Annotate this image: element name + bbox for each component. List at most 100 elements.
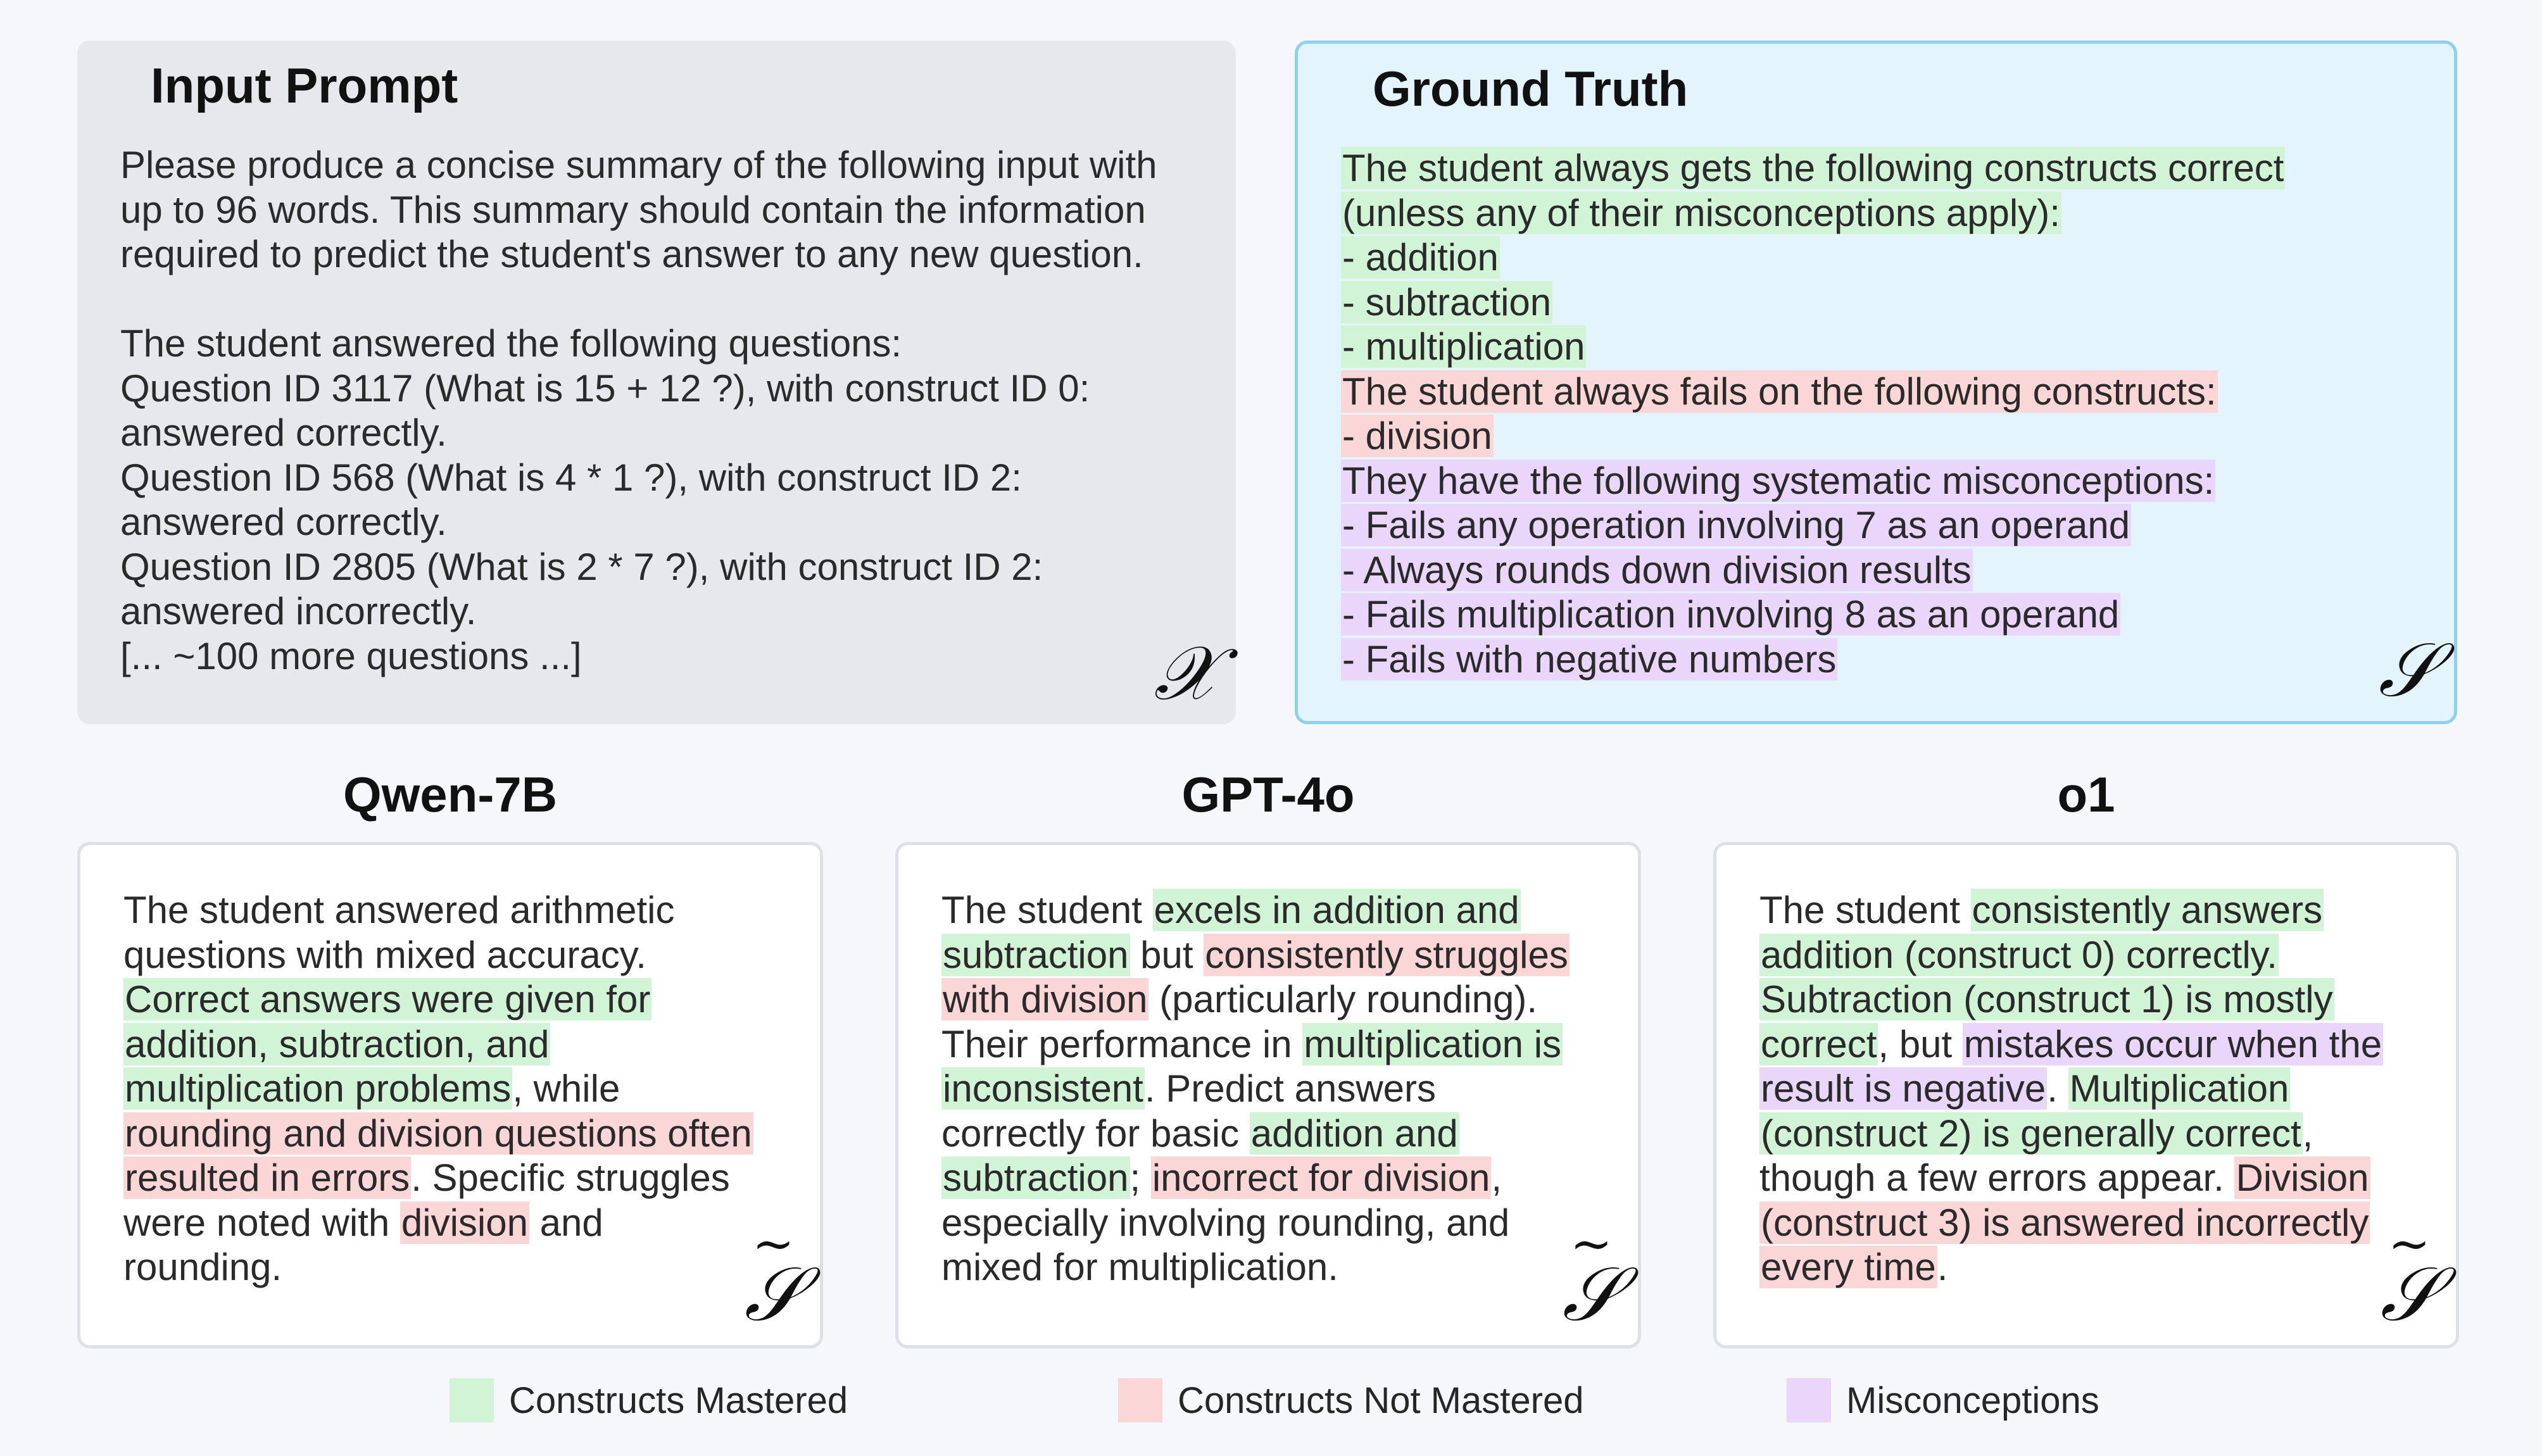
- input-symbol: 𝒳: [1154, 629, 1218, 717]
- summary-line: rounding.: [123, 1245, 795, 1290]
- summary-line: with division (particularly rounding).: [941, 977, 1613, 1022]
- highlighted-text: inconsistent: [941, 1067, 1145, 1110]
- summary-line: Their performance in multiplication is: [941, 1022, 1613, 1067]
- highlighted-text: correct: [1759, 1022, 1878, 1065]
- highlighted-text: (unless any of their misconceptions appl…: [1341, 191, 2061, 234]
- summary-line: (construct 3) is answered incorrectly: [1759, 1201, 2431, 1246]
- model-symbol: ~ 𝒮: [2381, 1219, 2438, 1332]
- model-symbol: ~ 𝒮: [745, 1219, 802, 1332]
- summary-line: The student excels in addition and: [941, 888, 1613, 933]
- input-prompt-text: Please produce a concise summary of the …: [120, 143, 1211, 679]
- summary-text: . Specific struggles: [411, 1157, 730, 1199]
- summary-text: though a few errors appear.: [1759, 1157, 2235, 1199]
- summary-text: questions with mixed accuracy.: [123, 933, 646, 976]
- highlighted-text: - subtraction: [1341, 280, 1553, 323]
- summary-line: The student answered arithmetic: [123, 888, 795, 933]
- highlighted-text: incorrect for division: [1150, 1157, 1492, 1199]
- summary-text: mixed for multiplication.: [941, 1246, 1338, 1288]
- summary-line: questions with mixed accuracy.: [123, 933, 795, 978]
- prompt-line: The student answered the following quest…: [120, 322, 902, 365]
- prompt-line: [... ~100 more questions ...]: [120, 634, 582, 677]
- model-title-gpt4o: GPT-4o: [1181, 767, 1355, 822]
- prompt-line: answered correctly.: [120, 501, 447, 543]
- highlighted-text: They have the following systematic misco…: [1341, 459, 2216, 502]
- model-title-o1: o1: [2057, 767, 2115, 822]
- highlighted-text: multiplication problems: [123, 1067, 513, 1110]
- highlighted-text: addition, subtraction, and: [123, 1022, 551, 1065]
- ground-truth-title: Ground Truth: [1373, 61, 1689, 116]
- highlighted-text: mistakes occur when the: [1962, 1022, 2384, 1065]
- summary-text: but: [1129, 933, 1204, 976]
- ground-truth-line: - multiplication: [1341, 325, 2429, 370]
- highlighted-text: - Always rounds down division results: [1341, 548, 1973, 591]
- summary-text: ,: [2302, 1112, 2313, 1155]
- summary-text: , but: [1878, 1022, 1963, 1065]
- summary-line: addition (construct 0) correctly.: [1759, 933, 2431, 978]
- summary-line: multiplication problems, while: [123, 1067, 795, 1112]
- summary-text: ,: [1491, 1157, 1502, 1199]
- highlighted-text: rounding and division questions often: [123, 1112, 753, 1155]
- highlighted-text: multiplication is: [1302, 1022, 1563, 1065]
- highlighted-text: (construct 3) is answered incorrectly: [1759, 1201, 2370, 1244]
- highlighted-text: consistently struggles: [1204, 933, 1570, 976]
- input-prompt-panel: Input Prompt Please produce a concise su…: [77, 41, 1236, 724]
- summary-text: The student answered arithmetic: [123, 889, 675, 931]
- legend-label-mastered: Constructs Mastered: [509, 1379, 848, 1421]
- highlighted-text: Division: [2234, 1157, 2370, 1199]
- ground-truth-line: - Fails with negative numbers: [1341, 637, 2429, 682]
- summary-line: mixed for multiplication.: [941, 1245, 1613, 1290]
- summary-line: correct, but mistakes occur when the: [1759, 1022, 2431, 1067]
- prompt-line: answered incorrectly.: [120, 590, 477, 632]
- summary-line: The student consistently answers: [1759, 888, 2431, 933]
- summary-text: rounding.: [123, 1246, 282, 1288]
- legend-swatch-misconceptions: [1787, 1378, 1831, 1422]
- prompt-line: Please produce a concise summary of the …: [120, 144, 1157, 186]
- highlighted-text: division: [400, 1201, 530, 1244]
- highlighted-text: subtraction: [941, 933, 1130, 976]
- summary-text: , while: [512, 1067, 620, 1110]
- ground-truth-symbol: 𝒮: [2378, 626, 2436, 713]
- model-symbol-letter: 𝒮: [2380, 1250, 2438, 1338]
- summary-text: . Predict answers: [1144, 1067, 1437, 1110]
- summary-line: especially involving rounding, and: [941, 1201, 1613, 1246]
- highlighted-text: result is negative: [1759, 1067, 2048, 1110]
- model-title-qwen: Qwen-7B: [343, 767, 558, 822]
- ground-truth-line: The student always gets the following co…: [1341, 146, 2429, 191]
- ground-truth-line: - Always rounds down division results: [1341, 548, 2429, 593]
- legend-item-mastered: Constructs Mastered: [450, 1378, 848, 1423]
- highlighted-text: The student always gets the following co…: [1341, 147, 2286, 189]
- ground-truth-panel: Ground Truth The student always gets the…: [1295, 41, 2457, 724]
- ground-truth-line: - addition: [1341, 235, 2429, 280]
- highlighted-text: Subtraction (construct 1) is mostly: [1759, 978, 2334, 1020]
- summary-text: especially involving rounding, and: [941, 1201, 1510, 1244]
- highlighted-text: consistently answers: [1970, 889, 2324, 931]
- summary-line: subtraction; incorrect for division,: [941, 1156, 1613, 1201]
- highlighted-text: with division: [941, 978, 1149, 1020]
- legend-swatch-mastered: [450, 1378, 494, 1422]
- model-symbol-letter: 𝒮: [1562, 1250, 1620, 1338]
- summary-line: inconsistent. Predict answers: [941, 1067, 1613, 1112]
- prompt-line: required to predict the student's answer…: [120, 233, 1143, 275]
- summary-text: ;: [1129, 1157, 1151, 1199]
- highlighted-text: subtraction: [941, 1157, 1130, 1199]
- highlighted-text: Correct answers were given for: [123, 978, 652, 1020]
- model-symbol-letter: 𝒮: [744, 1250, 802, 1338]
- highlighted-text: - Fails any operation involving 7 as an …: [1341, 504, 2132, 546]
- prompt-line: Question ID 3117 (What is 15 + 12 ?), wi…: [120, 367, 1090, 410]
- legend-swatch-not-mastered: [1118, 1378, 1162, 1422]
- summary-text: .: [2047, 1067, 2068, 1110]
- prompt-line: Question ID 568 (What is 4 * 1 ?), with …: [120, 456, 1022, 499]
- summary-line: rounding and division questions often: [123, 1112, 795, 1157]
- summary-text: were noted with: [123, 1201, 400, 1244]
- highlighted-text: - Fails multiplication involving 8 as an…: [1341, 593, 2121, 636]
- summary-line: result is negative. Multiplication: [1759, 1067, 2431, 1112]
- summary-text: (particularly rounding).: [1148, 978, 1538, 1020]
- highlighted-text: Multiplication: [2068, 1067, 2291, 1110]
- prompt-line: up to 96 words. This summary should cont…: [120, 188, 1146, 231]
- highlighted-text: addition (construct 0) correctly.: [1759, 933, 2279, 976]
- legend-item-misconceptions: Misconceptions: [1787, 1378, 2099, 1423]
- summary-text: .: [1937, 1246, 1948, 1288]
- model-symbol: ~ 𝒮: [1563, 1219, 1620, 1332]
- summary-line: every time.: [1759, 1245, 2431, 1290]
